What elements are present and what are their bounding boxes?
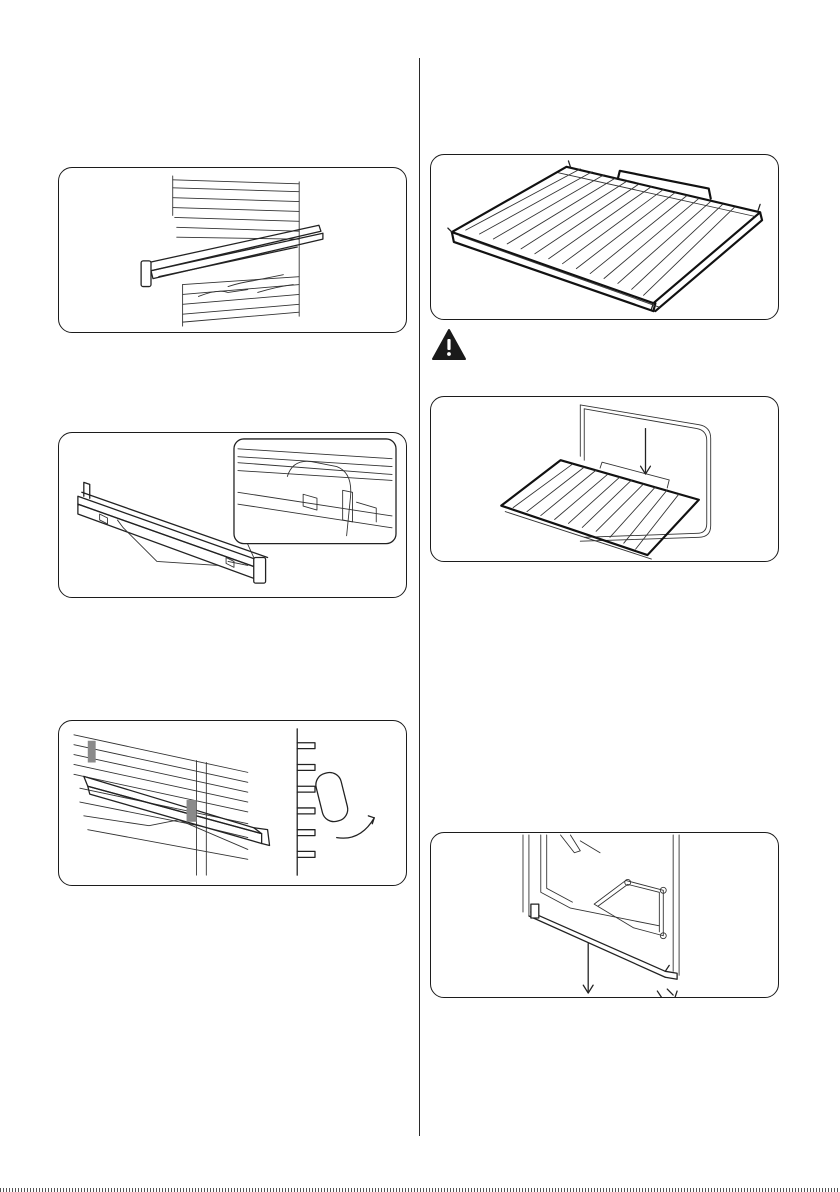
page-bottom-rule [0, 1188, 840, 1192]
rail-on-rack-illustration [59, 168, 406, 332]
figure-oven-door [430, 832, 779, 998]
wire-shelf-illustration [431, 155, 778, 319]
figure-rail-fitting [58, 720, 407, 886]
figure-rail-clip-detail [58, 432, 407, 598]
rail-marker-front [88, 741, 96, 763]
rail-marker-rear [187, 800, 197, 822]
rail-clip-detail-illustration [59, 433, 406, 597]
rail-fitting-illustration [59, 721, 406, 885]
figure-wire-shelf [430, 154, 779, 320]
figure-shelf-in-oven [430, 396, 779, 562]
oven-door-illustration [431, 833, 778, 997]
figure-rail-on-rack [58, 167, 407, 333]
shelf-in-oven-illustration [431, 397, 778, 561]
column-divider [419, 58, 420, 1136]
warning-triangle-icon [431, 328, 467, 362]
